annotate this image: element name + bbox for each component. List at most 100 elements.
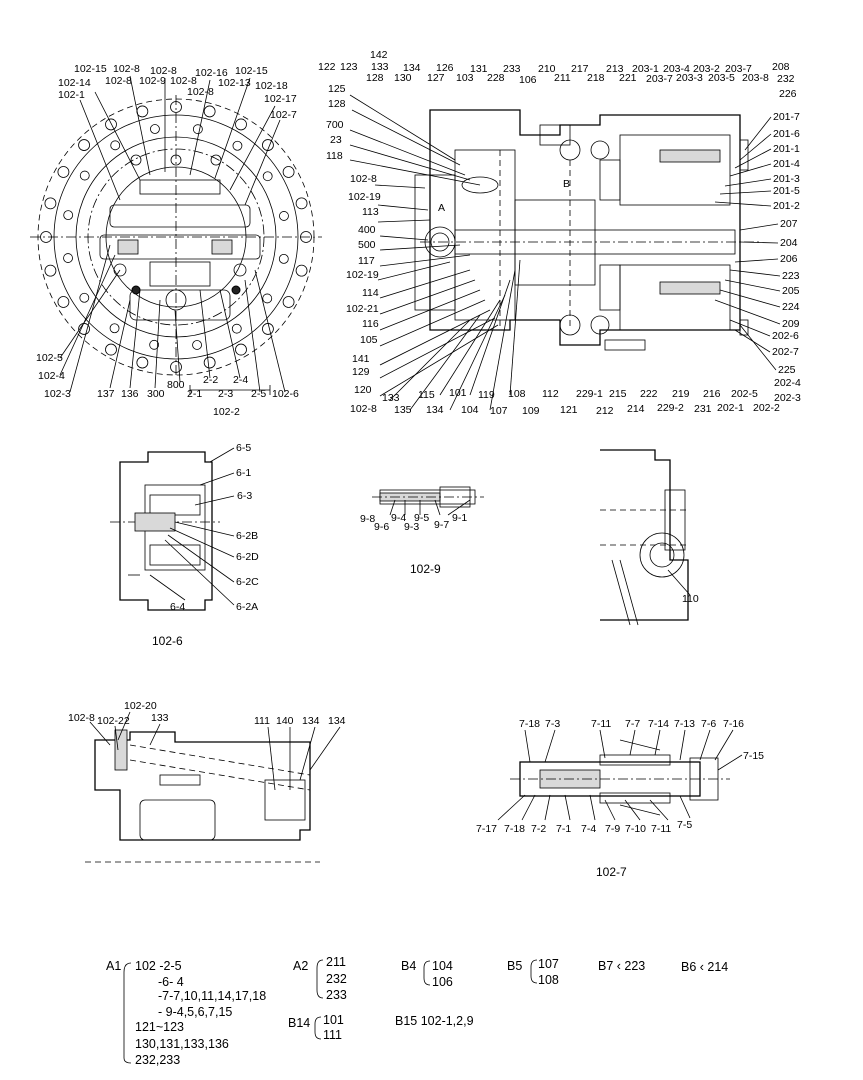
part-label: 229-2 (657, 402, 684, 414)
part-label: 226 (779, 88, 797, 100)
bolt-hole (300, 231, 312, 243)
leader-line (649, 799, 669, 821)
bolt-hole (203, 105, 216, 118)
bolt-hole (57, 296, 70, 308)
part-label: 23 (330, 134, 342, 146)
leader-line (164, 539, 235, 606)
part-label: 201-6 (773, 128, 800, 140)
part-label: 214 (627, 403, 645, 415)
part-label: 125 (328, 83, 346, 95)
part-label: 212 (596, 405, 614, 417)
part-label: 7-5 (677, 819, 692, 831)
part-label: 7-11 (591, 718, 611, 730)
bolt-hole (79, 170, 90, 181)
bolt-hole (109, 323, 120, 334)
legend-a2-line: 211 (326, 955, 346, 969)
leader-line (229, 105, 276, 191)
leader-line (194, 495, 235, 506)
leader-line (624, 799, 641, 821)
part-label: 300 (147, 388, 165, 400)
part-label: 134 (426, 404, 444, 416)
leader-line (129, 75, 151, 176)
leader-line (299, 726, 316, 781)
bolt-hole (40, 231, 52, 243)
part-label: 6-2C (236, 576, 259, 588)
part-label: 217 (571, 63, 589, 75)
leader-line (377, 219, 431, 223)
bolt-hole (262, 293, 273, 304)
leader-line (379, 254, 471, 267)
part-label: 228 (487, 72, 505, 84)
section-marker-b: B (563, 178, 570, 190)
leader-line (724, 178, 772, 187)
bolt-hole (278, 253, 289, 264)
part-label: 7-11 (651, 823, 671, 835)
legend-a2-heading: A2 (293, 959, 308, 973)
leader-line (351, 109, 461, 166)
part-label: 127 (427, 72, 445, 84)
part-label: 203-5 (708, 72, 735, 84)
leader-line (654, 729, 661, 756)
part-label: 7-18 (504, 823, 525, 835)
label-group-102-6: 6-5 6-1 6-3 6-2B 6-2D 6-2C 6-4 6-2A 102-… (152, 442, 259, 648)
leader-line (379, 244, 461, 251)
leader-line (439, 299, 501, 396)
part-label: 134 (302, 715, 320, 727)
part-label: 121 (560, 404, 578, 416)
legend-b14-line: 101 (323, 1013, 344, 1027)
leader-line (724, 279, 781, 292)
part-label: 102-8 (150, 65, 177, 77)
part-label: 102-8 (350, 173, 377, 185)
part-label: 6-4 (170, 601, 185, 613)
bolt-hole (203, 356, 216, 369)
part-label: 133 (371, 61, 389, 73)
leader-line (149, 574, 186, 601)
leader-line (169, 527, 235, 558)
part-label: 123 (340, 61, 358, 73)
part-label: 203-4 (663, 63, 690, 75)
part-label: 209 (782, 318, 800, 330)
part-label: 7-17 (476, 823, 497, 835)
leader-line (409, 314, 481, 411)
part-label: 102-8 (113, 63, 140, 75)
legend-b6: B6 ‹ 214 (681, 960, 728, 974)
leader-line (739, 223, 779, 231)
leader-line (739, 133, 772, 161)
leader-line (377, 261, 451, 281)
part-label: 202-5 (731, 388, 758, 400)
part-label: 206 (780, 253, 798, 265)
part-label: 109 (522, 405, 540, 417)
part-label: 201-7 (773, 111, 800, 123)
label-group-102-7: 7-18 7-3 7-11 7-7 7-14 7-13 7-6 7-16 7-1… (476, 718, 764, 879)
bolt-hole (149, 339, 160, 350)
bolt-hole (63, 253, 73, 263)
part-label: 102-20 (124, 700, 157, 712)
part-label: 211 (554, 72, 571, 84)
legend-b14-heading: B14 (288, 1016, 310, 1030)
leader-line (244, 119, 281, 206)
part-label: 101 (449, 387, 467, 399)
legend-a1-line: 232,233 (135, 1053, 180, 1067)
leader-line (714, 201, 772, 207)
bolt-hole (110, 140, 121, 151)
leader-line (714, 729, 734, 761)
label-group-102-9: 9-1 9-8 9-6 9-4 9-3 9-5 9-7 102-9 (360, 512, 467, 576)
part-label: 2-5 (251, 388, 266, 400)
leader-line (544, 729, 556, 763)
leader-line (254, 269, 286, 393)
leader-line (604, 799, 616, 821)
leader-line (489, 269, 516, 411)
legend-a1-line: 130,131,133,136 (135, 1037, 229, 1051)
bolt-hole (235, 118, 247, 131)
leader-line (244, 279, 261, 393)
part-label: 102-18 (255, 80, 288, 92)
leader-line (199, 289, 211, 379)
leader-line (267, 726, 276, 791)
leader-line (154, 299, 161, 389)
part-label: 129 (352, 366, 370, 378)
bolt-hole (231, 323, 242, 334)
part-label: 233 (503, 63, 521, 75)
part-label: 102-19 (346, 269, 379, 281)
leader-line (734, 258, 779, 263)
